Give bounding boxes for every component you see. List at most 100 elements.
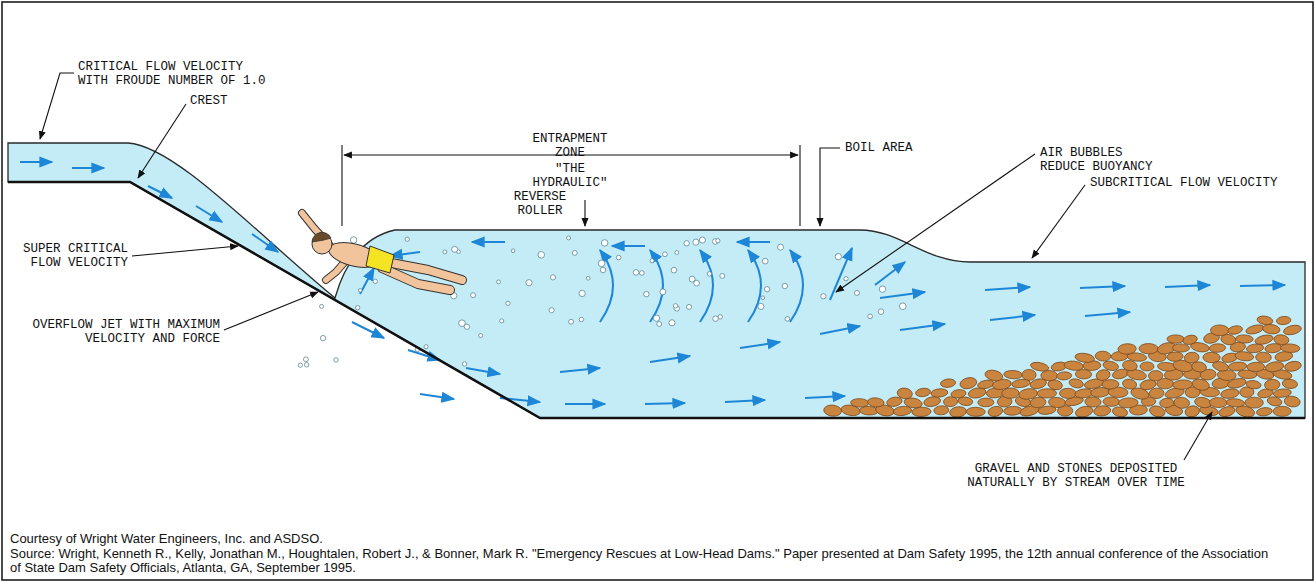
- stone: [1095, 351, 1111, 362]
- air-bubble: [424, 345, 428, 349]
- air-bubble: [716, 239, 720, 243]
- air-bubble: [713, 316, 719, 322]
- stone: [1018, 388, 1038, 401]
- flow-arrow: [985, 287, 1030, 290]
- leader-line: [820, 148, 840, 226]
- callout-label: GRAVEL AND STONES DEPOSITED NATURALLY BY…: [965, 462, 1187, 490]
- stone: [949, 406, 967, 419]
- air-bubble: [298, 363, 302, 367]
- air-bubble: [358, 289, 362, 293]
- stone: [940, 378, 956, 388]
- flow-arrow: [830, 248, 852, 300]
- leader-line: [584, 200, 585, 226]
- air-bubble: [320, 335, 325, 340]
- air-bubble: [616, 255, 621, 260]
- stone: [1246, 380, 1262, 390]
- air-bubble: [650, 259, 654, 263]
- air-bubble: [663, 252, 668, 257]
- leader-line: [224, 292, 318, 330]
- flow-arrow: [880, 292, 925, 298]
- stone: [1283, 324, 1303, 337]
- flow-arrow: [565, 403, 605, 405]
- flow-arrow: [737, 241, 770, 243]
- limb: [382, 268, 450, 290]
- air-bubble: [707, 272, 711, 276]
- air-bubble: [500, 319, 504, 323]
- stone: [1282, 378, 1298, 389]
- air-bubble: [479, 334, 483, 338]
- air-bubble: [684, 241, 689, 246]
- air-bubble: [669, 320, 675, 326]
- air-bubble: [660, 289, 666, 295]
- callout-label: AIR BUBBLES REDUCE BUOYANCY: [1040, 146, 1160, 174]
- stone: [1273, 334, 1289, 345]
- flow-arrow: [820, 326, 860, 334]
- roller-arc: [748, 250, 761, 322]
- stone: [1059, 388, 1076, 398]
- stone: [1041, 370, 1058, 381]
- stone: [1037, 389, 1057, 398]
- air-bubble: [835, 253, 841, 259]
- stone: [1118, 343, 1137, 354]
- air-bubble: [868, 314, 873, 319]
- flow-arrow: [420, 394, 454, 399]
- stone: [1265, 360, 1285, 373]
- air-bubble: [671, 267, 677, 273]
- callout-label: ENTRAPMENT ZONE: [514, 132, 626, 160]
- flow-arrow: [560, 368, 600, 372]
- air-bubble: [657, 322, 662, 327]
- air-bubble: [675, 251, 679, 255]
- flow-arrow: [875, 262, 905, 285]
- stone: [912, 407, 932, 417]
- stone: [1085, 396, 1102, 407]
- stone: [1227, 325, 1243, 336]
- air-bubble: [899, 303, 906, 310]
- stone: [1122, 378, 1138, 390]
- stone: [1167, 335, 1184, 344]
- stone: [1276, 316, 1291, 326]
- stone: [1273, 406, 1291, 416]
- stone: [915, 387, 931, 397]
- air-bubble: [511, 249, 515, 253]
- stone: [1256, 407, 1273, 417]
- stone: [1003, 406, 1022, 416]
- air-bubble: [334, 358, 339, 363]
- air-bubble: [844, 277, 848, 281]
- stone: [1068, 378, 1084, 390]
- leader-line: [132, 246, 238, 256]
- air-bubble: [689, 276, 695, 282]
- stone: [1118, 397, 1138, 408]
- flow-arrow: [900, 324, 945, 330]
- air-bubbles: [298, 236, 906, 367]
- air-bubble: [600, 267, 606, 273]
- stone: [934, 405, 949, 415]
- air-bubble: [633, 270, 639, 276]
- air-bubble: [506, 301, 510, 305]
- air-bubble: [762, 258, 768, 264]
- air-bubble: [443, 250, 447, 254]
- stone: [1228, 361, 1247, 371]
- air-bubble: [569, 319, 574, 324]
- caption-text: Source: Wright, Kenneth R., Kelly, Jonat…: [10, 547, 1280, 575]
- callout-label: "THE HYDRAULIC": [514, 162, 626, 190]
- stone: [1056, 371, 1071, 380]
- flow-arrow: [196, 206, 222, 222]
- air-bubble: [764, 287, 769, 292]
- leader-line: [1032, 185, 1085, 258]
- stone: [1203, 352, 1220, 363]
- air-bubble: [320, 304, 324, 308]
- air-bubble: [464, 324, 469, 329]
- callout-label: BOIL AREA: [845, 141, 913, 155]
- stone: [823, 404, 842, 417]
- stone: [966, 407, 985, 416]
- leader-line: [138, 104, 186, 178]
- stone: [1004, 370, 1023, 379]
- stone: [1210, 325, 1229, 336]
- flow-arrow: [1165, 285, 1210, 287]
- air-bubble: [471, 293, 476, 298]
- air-bubble: [567, 236, 571, 240]
- leader-line: [799, 145, 800, 226]
- air-bubble: [572, 251, 577, 256]
